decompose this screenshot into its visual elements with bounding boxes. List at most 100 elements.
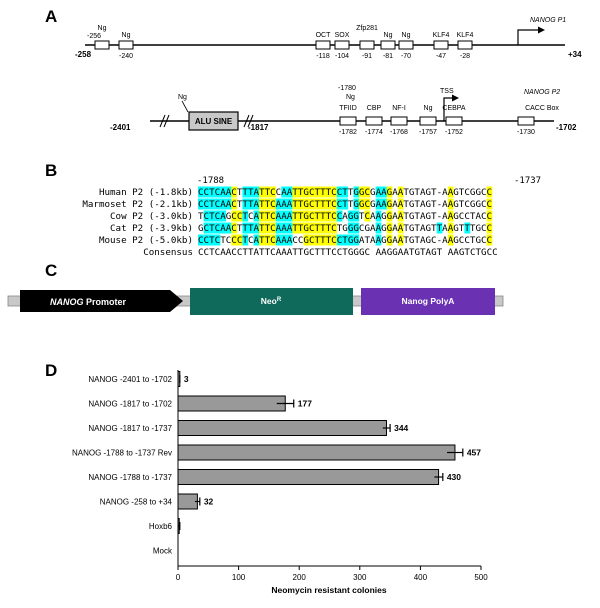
- alignment-highlight: [309, 210, 315, 222]
- alignment-highlight: [464, 222, 471, 234]
- p2-site-label: Ng: [424, 105, 433, 112]
- category-label: NANOG -2401 to -1702: [88, 375, 172, 384]
- p1-site-box: [398, 40, 414, 50]
- alignment-highlight: [347, 210, 354, 222]
- alignment-highlight: [247, 186, 254, 198]
- alignment-highlight: [270, 234, 276, 246]
- alignment-highlight: [331, 198, 337, 210]
- p1-end-label: +34: [568, 50, 582, 59]
- p1-tss-arrow: [517, 29, 538, 45]
- x-tick-label: 300: [353, 573, 367, 582]
- alignment-highlight: [320, 222, 326, 234]
- alignment-highlight: [247, 198, 254, 210]
- alignment-highlight: [247, 222, 254, 234]
- alignment-highlight: [259, 198, 265, 210]
- value-label: 344: [394, 423, 408, 433]
- value-label: 177: [298, 399, 312, 409]
- value-label: 3: [184, 374, 189, 384]
- p1-site-label: OCT: [316, 32, 332, 39]
- alignment-highlight: [225, 198, 232, 210]
- p1-start-label: -258: [75, 50, 92, 59]
- alu-sine-label: ALU SINE: [195, 117, 233, 126]
- alignment-highlight: [364, 186, 371, 198]
- alignment-row-sequence: TCTCAGCCTCATTCAAATTGCTTTCCAGGTCAAGGAATGT…: [198, 211, 492, 222]
- alignment-highlight: [342, 186, 349, 198]
- alignment-highlight: [242, 186, 249, 198]
- alignment-highlight: [231, 198, 238, 210]
- alignment-highlight: [203, 186, 210, 198]
- alignment-highlight: [486, 234, 493, 246]
- alignment-highlight: [486, 222, 493, 234]
- alignment-highlight: [364, 210, 371, 222]
- polya-element-label: Nanog PolyA: [402, 296, 455, 306]
- alignment-highlight: [209, 222, 215, 234]
- p2-ng-left-leader: [181, 100, 189, 113]
- alignment-highlight: [486, 198, 493, 210]
- p2-break-mark-3: [243, 114, 250, 128]
- alignment-highlight: [209, 210, 215, 222]
- alignment-end-pos: -1737: [514, 176, 541, 186]
- alignment-highlight: [286, 234, 293, 246]
- p1-site-box: [433, 40, 449, 50]
- alignment-highlight: [375, 198, 382, 210]
- alignment-highlight: [198, 198, 204, 210]
- alignment-highlight: [336, 198, 343, 210]
- alignment-highlight: [397, 222, 404, 234]
- alignment-highlight: [236, 234, 243, 246]
- category-label: NANOG -258 to +34: [100, 498, 173, 507]
- alignment-highlight: [331, 222, 337, 234]
- p1-site-box: [359, 40, 375, 50]
- alignment-highlight: [331, 210, 337, 222]
- p2-ng-1780: Ng: [346, 94, 355, 101]
- alignment-highlight: [447, 186, 454, 198]
- alignment-highlight: [320, 198, 326, 210]
- alignment-highlight: [342, 234, 349, 246]
- alignment-highlight: [436, 222, 443, 234]
- alignment-highlight: [242, 234, 249, 246]
- p2-name-label: NANOG P2: [524, 89, 560, 96]
- alignment-highlight: [259, 186, 265, 198]
- alignment-highlight: [447, 210, 454, 222]
- alignment-highlight: [309, 198, 315, 210]
- panel-a-letter: A: [45, 7, 57, 26]
- category-label: NANOG -1817 to -1702: [88, 400, 172, 409]
- alignment-highlight: [198, 186, 204, 198]
- bar: [177, 493, 198, 510]
- alignment-highlight: [275, 222, 282, 234]
- p1-site-box: [380, 40, 396, 50]
- p2-break-mark-2: [163, 114, 170, 128]
- alignment-highlight: [286, 186, 293, 198]
- alignment-highlight: [231, 186, 238, 198]
- alignment-highlight: [314, 210, 321, 222]
- category-label: Mock: [153, 547, 173, 556]
- p2-start-label: -2401: [110, 123, 131, 132]
- bar: [177, 469, 440, 485]
- p2-site-box: [419, 116, 437, 126]
- promoter-element-label: NANOG Promoter: [50, 297, 127, 307]
- category-label: NANOG -1788 to -1737 Rev: [72, 449, 172, 458]
- neo-element: [190, 288, 353, 315]
- alignment-highlight: [253, 234, 260, 246]
- alignment-highlight: [275, 210, 282, 222]
- alignment-highlight: [347, 222, 354, 234]
- panel-b-letter: B: [45, 161, 57, 180]
- neo-element-label: NeoR: [261, 296, 282, 306]
- alignment-highlight: [397, 210, 404, 222]
- alignment-highlight: [358, 186, 365, 198]
- p1-site-position: -47: [436, 53, 446, 60]
- alignment-highlight: [231, 234, 238, 246]
- p2-site-position: -1757: [419, 129, 437, 136]
- alignment-highlight: [358, 198, 365, 210]
- p2-site-label: NF-I: [392, 105, 406, 112]
- alignment-highlight: [320, 210, 326, 222]
- promoter-arrow-element: [20, 290, 183, 312]
- alignment-highlight: [242, 210, 249, 222]
- alignment-highlight: [292, 186, 299, 198]
- x-tick-label: 200: [293, 573, 307, 582]
- alignment-highlight: [220, 198, 226, 210]
- alignment-highlight: [209, 234, 215, 246]
- alignment-highlight: [264, 234, 271, 246]
- alignment-highlight: [214, 210, 221, 222]
- alignment-highlight: [281, 222, 287, 234]
